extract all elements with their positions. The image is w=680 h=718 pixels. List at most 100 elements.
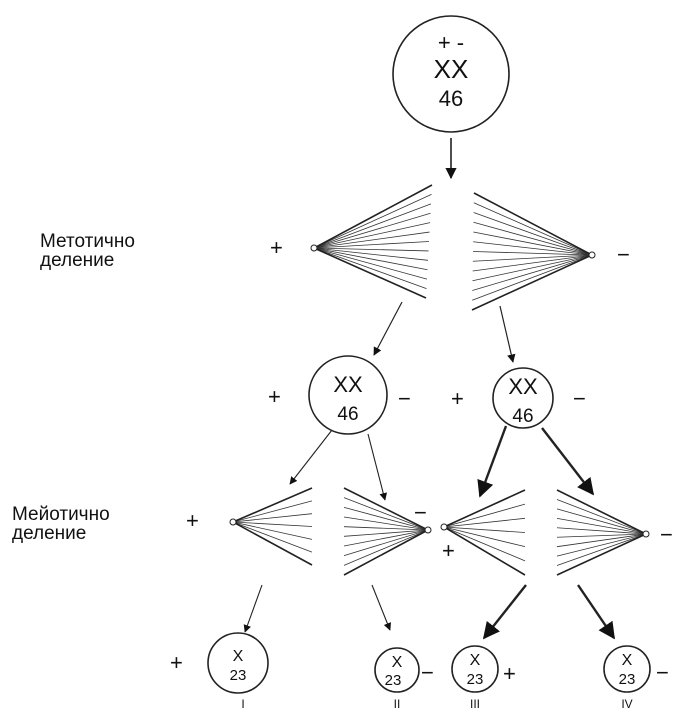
daughter-cell-left: XX 46 — [308, 355, 388, 435]
gamete-1-chromosome: X — [233, 648, 244, 665]
spindle-fibre — [443, 526, 526, 562]
mitotic-minus-sign: − — [617, 242, 630, 267]
gamete-3-plus: + — [503, 661, 516, 686]
gamete-3-count: 23 — [467, 671, 484, 688]
gamete-1-count: 23 — [230, 667, 247, 684]
meiotic-plus-3: + — [442, 538, 455, 563]
spindle-fibre — [556, 508, 647, 535]
spindle-fibre — [443, 526, 526, 548]
spindle-fibre — [313, 222, 431, 249]
meiotic-spindle-1 — [229, 487, 313, 566]
meiotic-spindle-4 — [556, 489, 650, 576]
zygote-sign: + - — [438, 30, 464, 55]
gamete-2-numeral: II — [394, 697, 401, 711]
spindle-fibre — [313, 231, 430, 249]
zygote-cell: + - XX 46 — [392, 15, 510, 133]
daughter-left-plus: + — [268, 384, 281, 409]
meiotic-spindle-3 — [440, 489, 526, 576]
gamete-2-minus: − — [421, 660, 434, 685]
spindle-fibre — [472, 254, 593, 282]
spindle-fibre — [473, 212, 593, 256]
spindle-fibre — [343, 529, 429, 547]
arrow-gamete-3 — [482, 584, 527, 640]
spindle-fibre — [313, 241, 430, 249]
spindle-fibre — [343, 516, 429, 531]
gamete-4: X 23 IV — [603, 645, 651, 711]
spindle-fibre — [232, 513, 313, 523]
meiotic-label-line1: Мейотично — [12, 504, 110, 525]
spindle-fibre — [556, 499, 647, 535]
spindle-fibre — [473, 221, 593, 256]
zygote-chromosomes: XX — [434, 54, 469, 84]
daughter-left-minus: − — [398, 386, 411, 411]
spindle-fibre — [556, 533, 647, 557]
gamete-4-count: 23 — [619, 671, 636, 688]
spindle-fibre — [313, 194, 432, 249]
meiotic-minus-2: − — [414, 500, 427, 525]
arrow-gamete-2 — [371, 584, 392, 631]
arrow-meiosis-b — [367, 433, 387, 501]
spindle-fibre — [343, 529, 429, 557]
arrow-meiosis-d — [541, 427, 595, 496]
spindle-fibre — [313, 247, 428, 271]
mitotic-label-line2: деление — [40, 250, 114, 271]
gamete-2-chromosome: X — [392, 654, 403, 671]
zygote-count: 46 — [439, 86, 463, 111]
spindle-fibre — [473, 241, 593, 256]
gamete-3-numeral: III — [470, 697, 480, 711]
spindle-fibre — [232, 521, 313, 553]
daughter-cell-right: XX 46 — [492, 367, 554, 429]
spindle-fibre — [472, 251, 593, 256]
spindle-fibre — [472, 254, 593, 262]
spindle-fibre — [472, 254, 593, 291]
spindle-fibre — [232, 521, 313, 527]
gamete-1-numeral: I — [241, 697, 244, 711]
daughter-left-chromosomes: XX — [333, 372, 363, 397]
spindle-fibre — [343, 529, 429, 537]
mitotic-spindle — [310, 184, 596, 311]
gamete-1: X 23 I — [207, 632, 269, 711]
spindle-fibre — [556, 533, 647, 538]
arrow-to-daughter-right — [499, 305, 516, 363]
spindle-fibre — [313, 247, 429, 261]
meiotic-spindle-2 — [343, 487, 432, 576]
spindle-fibre — [313, 247, 428, 280]
gamete-1-plus: + — [170, 650, 183, 675]
spindle-fibre — [343, 526, 429, 531]
mitotic-plus-sign: + — [270, 235, 283, 260]
mitotic-label-line1: Метотично — [40, 231, 135, 252]
gamete-2-count: 23 — [385, 672, 402, 689]
daughter-left-count: 46 — [337, 404, 358, 425]
spindle-fibre — [343, 506, 429, 531]
spindle-fibre — [313, 203, 432, 249]
spindle-fibre — [473, 231, 593, 256]
daughter-right-chromosomes: XX — [508, 374, 538, 399]
gamete-3: X 23 III — [451, 645, 499, 711]
gamete-4-chromosome: X — [622, 652, 633, 669]
gamete-4-minus: − — [656, 660, 669, 685]
gamete-4-numeral: IV — [621, 697, 632, 711]
spindle-fibre — [443, 503, 526, 528]
spindle-fibre — [472, 254, 593, 301]
meiotic-minus-4: − — [660, 522, 673, 547]
spindle-fibre — [313, 247, 427, 289]
arrow-meiosis-c — [477, 425, 508, 498]
spindle-fibre — [343, 529, 429, 566]
daughter-right-minus: − — [573, 386, 586, 411]
spindle-fibre — [556, 533, 647, 548]
spindle-fibre — [232, 500, 313, 523]
arrow-gamete-1 — [243, 584, 263, 633]
spindle-fibre — [556, 527, 647, 535]
meiotic-plus-1: + — [186, 508, 199, 533]
spindle-fibre — [556, 517, 647, 535]
spindle-fibre — [443, 517, 526, 528]
arrow-gamete-4 — [577, 584, 615, 640]
spindle-fibre — [472, 254, 593, 272]
spindle-fibre — [313, 247, 429, 252]
meiotic-label-line2: деление — [12, 523, 86, 544]
spindle-fibre — [232, 521, 313, 540]
spindle-fibre — [556, 533, 647, 566]
spindle-fibre — [473, 202, 593, 256]
spindle-fibre — [443, 526, 526, 533]
